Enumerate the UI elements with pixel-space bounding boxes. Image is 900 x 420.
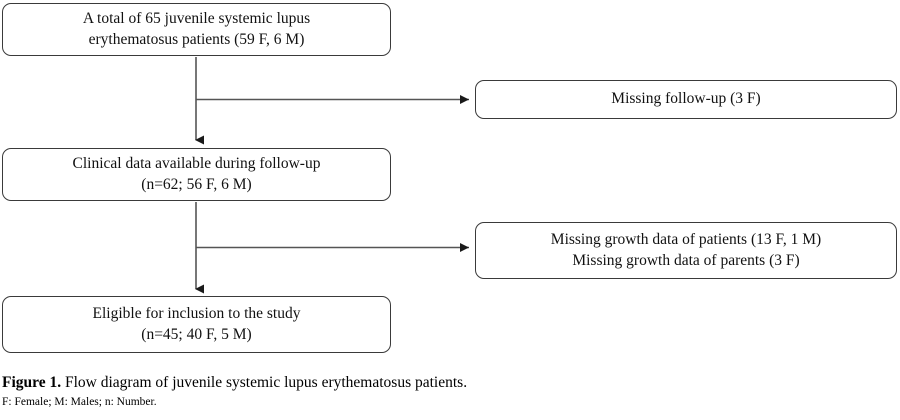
node-missing-follow-up: Missing follow-up (3 F) — [475, 80, 897, 119]
node-eligible-line-1: Eligible for inclusion to the study — [92, 304, 301, 322]
node-missing-growth-line-2: Missing growth data of parents (3 F) — [572, 251, 800, 269]
node-eligible-for-inclusion: Eligible for inclusion to the study (n=4… — [2, 296, 391, 353]
node-missing-growth-data: Missing growth data of patients (13 F, 1… — [475, 222, 897, 279]
node-total-patients: A total of 65 juvenile systemic lupus er… — [2, 3, 391, 56]
figure-number-label: Figure 1. — [2, 374, 62, 391]
node-clinical-data-line-2: (n=62; 56 F, 6 M) — [141, 175, 252, 193]
flow-connectors — [195, 57, 469, 294]
node-eligible-line-2: (n=45; 40 F, 5 M) — [141, 325, 252, 343]
node-total-patients-line-2: erythematosus patients (59 F, 6 M) — [88, 30, 305, 48]
figure-caption: Figure 1. Flow diagram of juvenile syste… — [2, 373, 892, 410]
node-missing-follow-up-line-1: Missing follow-up (3 F) — [611, 90, 761, 108]
figure-abbreviations: F: Female; M: Males; n: Number. — [2, 396, 157, 409]
node-total-patients-line-1: A total of 65 juvenile systemic lupus — [82, 9, 311, 27]
node-clinical-data-line-1: Clinical data available during follow-up — [72, 154, 321, 172]
figure-caption-main: Figure 1. Flow diagram of juvenile syste… — [2, 373, 892, 392]
node-clinical-data-available: Clinical data available during follow-up… — [2, 148, 391, 201]
figure-caption-text: Flow diagram of juvenile systemic lupus … — [61, 374, 468, 391]
node-missing-growth-line-1: Missing growth data of patients (13 F, 1… — [550, 230, 822, 248]
